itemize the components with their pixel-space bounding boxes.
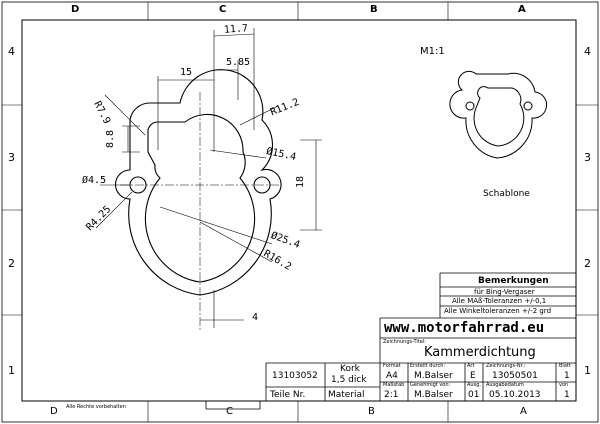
template-part — [449, 70, 548, 159]
approved-caption: Genehmigt von: — [410, 382, 451, 388]
remarks-header: Bemerkungen — [478, 276, 549, 286]
dim-8-8: 8.8 — [105, 129, 116, 148]
dim-4: 4 — [252, 312, 259, 323]
col-label-bottom-c: C — [226, 406, 233, 417]
part-number: 13103052 — [272, 371, 318, 381]
title-caption: Zeichnungs-Titel: — [383, 339, 426, 345]
issue-date: 05.10.2013 — [489, 390, 541, 400]
col-material-header: Material — [328, 390, 365, 400]
col-label-bottom-a: A — [520, 406, 527, 417]
remarks-line-1: für Bing-Vergaser — [474, 288, 535, 296]
approved-by: M.Balser — [414, 390, 453, 400]
col-label-bottom-d: D — [50, 406, 58, 417]
created-caption: Erstellt durch: — [410, 363, 446, 369]
row-label-right-1: 1 — [584, 364, 591, 377]
dim-18: 18 — [295, 175, 306, 188]
sheet-caption: Blatt — [559, 363, 571, 369]
drawing-title: Kammerdichtung — [424, 345, 536, 360]
material-line-2: 1,5 dick — [331, 375, 367, 385]
col-label-top-b: B — [370, 4, 378, 15]
number-caption: Zeichnungs-Nr.: — [486, 363, 526, 369]
rev-value: 01 — [468, 390, 480, 400]
art-value: E — [470, 371, 476, 381]
template-label: Schablone — [483, 189, 530, 199]
col-label-top-d: D — [71, 4, 80, 15]
date-caption: Ausgabedatum — [486, 382, 524, 388]
col-label-top-c: C — [219, 4, 227, 15]
drawing-number: 13050501 — [492, 371, 538, 381]
row-label-right-2: 2 — [584, 257, 591, 270]
title-block-grid — [205, 272, 576, 410]
format-value: A4 — [386, 371, 398, 381]
dimension-lines — [95, 28, 322, 328]
col-label-bottom-b: B — [368, 406, 375, 417]
of-caption: von — [559, 382, 569, 388]
material-line-1: Kork — [340, 364, 360, 374]
row-label-right-4: 4 — [584, 45, 591, 58]
dim-d4-5: Ø4.5 — [82, 175, 107, 186]
art-caption: Art — [467, 363, 475, 369]
row-label-left-4: 4 — [8, 45, 15, 58]
center-lines — [120, 92, 280, 330]
sheet-value: 1 — [564, 371, 570, 381]
dim-15: 15 — [180, 67, 193, 78]
scale-caption: Maßstab — [383, 382, 405, 388]
remarks-line-3: Alle Winkeltoleranzen +/-2 grd — [444, 307, 552, 315]
gasket-part — [115, 69, 282, 296]
col-part-header: Teile Nr. — [270, 390, 306, 400]
dim-5-85: 5.85 — [226, 57, 251, 68]
row-label-left-2: 2 — [8, 257, 15, 270]
rev-caption: Ausg. — [467, 382, 481, 388]
row-label-left-3: 3 — [8, 151, 15, 164]
col-label-top-a: A — [518, 4, 526, 15]
dim-11-7: 11.7 — [223, 23, 249, 36]
scale-note: M1:1 — [420, 46, 445, 57]
copyright-note: Alle Rechte vorbehalten — [66, 404, 126, 410]
website-link[interactable]: www.motorfahrrad.eu — [384, 320, 545, 336]
of-value: 1 — [564, 390, 570, 400]
remarks-line-2: Alle MAß-Toleranzen +/-0,1 — [452, 297, 547, 305]
created-by: M.Balser — [414, 371, 453, 381]
row-label-left-1: 1 — [8, 364, 15, 377]
scale-value: 2:1 — [384, 390, 399, 400]
format-caption: Format — [383, 363, 401, 369]
inner-frame — [21, 19, 577, 402]
row-label-right-3: 3 — [584, 151, 591, 164]
